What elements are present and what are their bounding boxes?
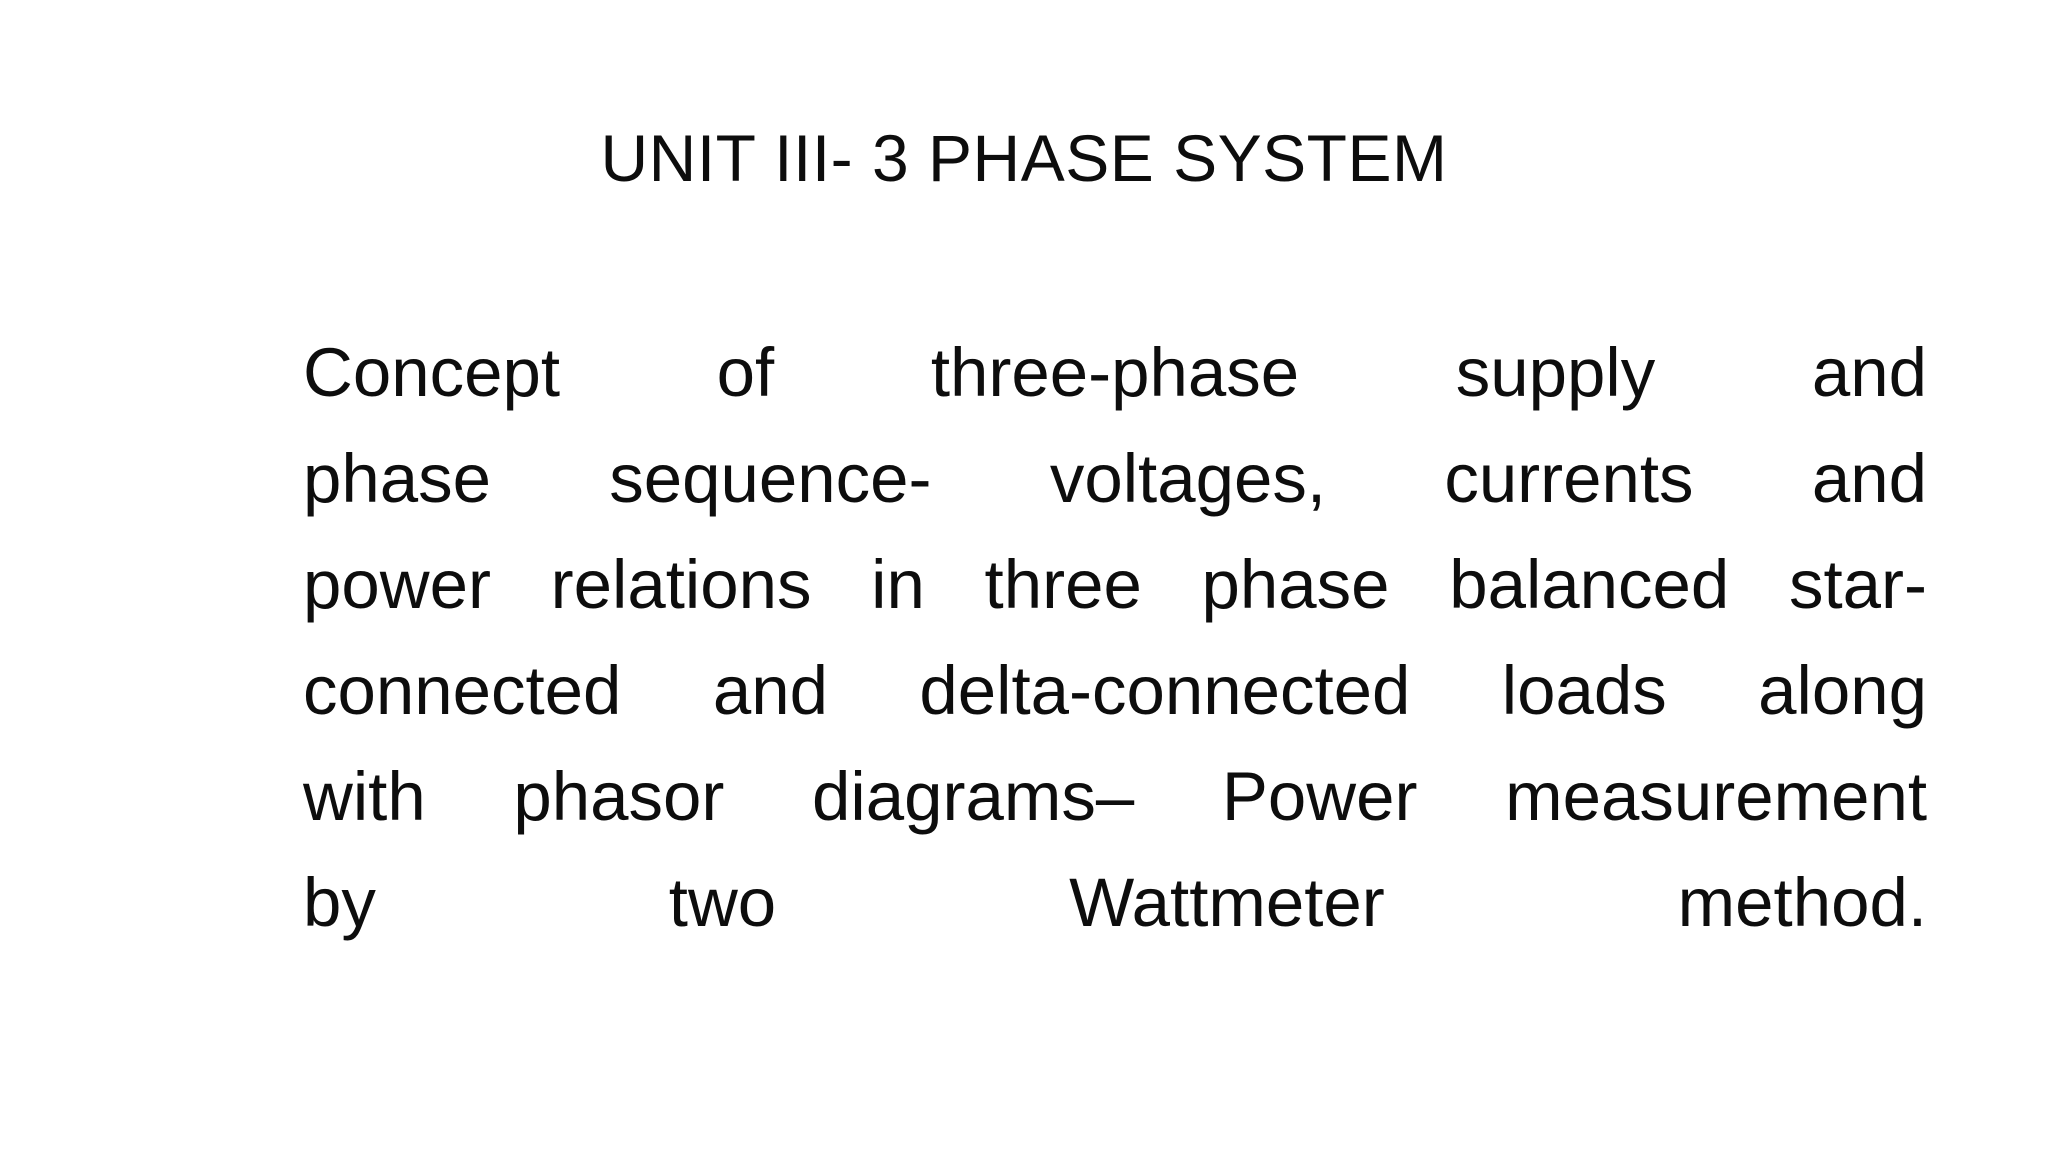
body-line-3: power relations in three phase balanced … xyxy=(303,546,1927,623)
title-block: UNIT III- 3 PHASE SYSTEM xyxy=(0,118,2048,198)
body-line-4: connected and delta-connected loads alon… xyxy=(303,652,1927,729)
page-title: UNIT III- 3 PHASE SYSTEM xyxy=(600,121,1448,195)
body-line-1: Concept of three-phase supply and xyxy=(303,334,1927,411)
body-line-6: by two Wattmeter method. xyxy=(303,864,1927,941)
body-text-block: Concept of three-phase supply and phase … xyxy=(155,320,1927,1062)
body-line-5: with phasor diagrams– Power measurement xyxy=(303,758,1927,835)
body-line-2: phase sequence- voltages, currents and xyxy=(303,440,1927,517)
body-paragraph: Concept of three-phase supply and phase … xyxy=(155,320,1927,1062)
